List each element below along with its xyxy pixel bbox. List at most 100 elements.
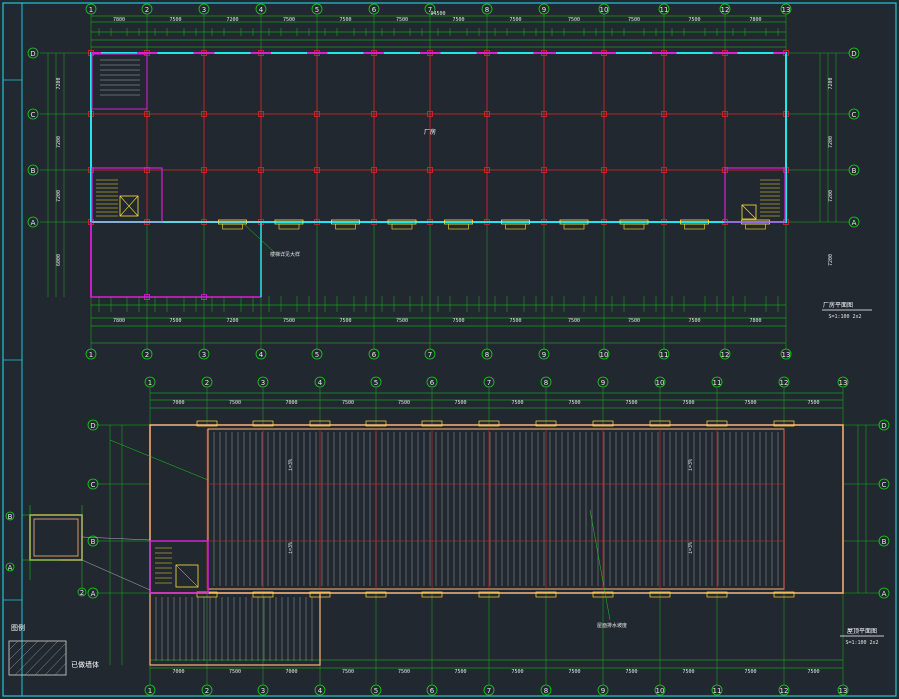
axis-bubble xyxy=(780,3,792,15)
bay-dimension-bottom: 7800 xyxy=(749,318,761,324)
bay-dimension-bottom: 7500 xyxy=(625,669,637,675)
svg-text:2: 2 xyxy=(80,589,84,597)
svg-text:B: B xyxy=(8,513,13,521)
bay-dimension-bottom: 7500 xyxy=(568,318,580,324)
axis-letter: C xyxy=(31,111,36,119)
axis-letter: D xyxy=(90,422,95,430)
axis-number: 12 xyxy=(721,6,730,14)
column xyxy=(427,111,433,117)
window-sill xyxy=(745,223,766,230)
axis-bubble xyxy=(597,684,609,696)
axis-letter: A xyxy=(852,219,857,227)
axis-number: 5 xyxy=(374,379,378,387)
axis-bubble xyxy=(144,376,156,388)
axis-number: 4 xyxy=(259,6,264,14)
gutter xyxy=(649,591,671,598)
bay-dimension-bottom: 7500 xyxy=(688,318,700,324)
axis-bubble xyxy=(780,348,792,360)
axis-number: 6 xyxy=(430,379,435,387)
slope-label: i=3% xyxy=(288,459,294,471)
annex-room xyxy=(90,221,262,298)
axis-number: 2 xyxy=(205,687,209,695)
column xyxy=(541,167,547,173)
axis-number: 11 xyxy=(660,6,669,14)
bay-dimension-top: 7500 xyxy=(807,400,819,406)
axis-bubble xyxy=(711,376,723,388)
gutter xyxy=(706,420,728,427)
gutter xyxy=(535,591,557,598)
axis-bubble xyxy=(711,684,723,696)
axis-letter: B xyxy=(91,538,96,546)
axis-bubble xyxy=(85,3,97,15)
axis-number: 1 xyxy=(89,351,93,359)
gutter xyxy=(592,420,614,427)
axis-number: 6 xyxy=(430,687,435,695)
axis-letter: D xyxy=(881,422,886,430)
bay-dimension-bottom: 7800 xyxy=(113,318,125,324)
vertical-dimension: 7200 xyxy=(56,77,62,89)
column xyxy=(484,111,490,117)
axis-bubble xyxy=(837,684,849,696)
window-sill xyxy=(623,223,645,230)
bay-dimension-bottom: 7500 xyxy=(509,318,521,324)
axis-number: 10 xyxy=(656,687,665,695)
axis-bubble xyxy=(778,376,790,388)
axis-number: 8 xyxy=(544,379,548,387)
gutter xyxy=(365,591,387,598)
axis-bubble xyxy=(878,535,890,547)
axis-bubble xyxy=(257,684,269,696)
axis-number: 5 xyxy=(315,6,319,14)
axis-bubble xyxy=(878,587,890,599)
axis-number: 2 xyxy=(145,351,149,359)
stair-room xyxy=(91,53,148,110)
axis-number: 5 xyxy=(315,351,319,359)
axis-bubble xyxy=(201,684,213,696)
axis-number: 1 xyxy=(89,6,93,14)
axis-number: 3 xyxy=(202,6,206,14)
axis-bubble xyxy=(654,376,666,388)
axis-bubble xyxy=(87,535,99,547)
axis-number: 10 xyxy=(656,379,665,387)
roof-outline xyxy=(149,424,844,594)
bay-dimension-bottom: 7000 xyxy=(172,669,184,675)
gutter xyxy=(421,420,443,427)
stair-room xyxy=(91,167,163,223)
axis-number: 8 xyxy=(544,687,548,695)
plan-title: 屋顶平面图 xyxy=(847,628,877,635)
bay-dimension-bottom: 7500 xyxy=(511,669,523,675)
gutter xyxy=(773,591,795,598)
axis-bubble xyxy=(370,376,382,388)
axis-number: 12 xyxy=(780,687,789,695)
axis-bubble xyxy=(719,348,731,360)
gutter xyxy=(773,420,795,427)
stair-room xyxy=(149,540,209,594)
elevator xyxy=(119,195,139,217)
vertical-dimension: 7200 xyxy=(828,136,834,148)
axis-bubble xyxy=(848,216,860,228)
column xyxy=(144,294,150,300)
bay-dimension-bottom: 7500 xyxy=(744,669,756,675)
gutter xyxy=(252,591,274,598)
axis-number: 8 xyxy=(485,6,489,14)
axis-number: 11 xyxy=(660,351,669,359)
bay-dimension-top: 7500 xyxy=(568,17,580,23)
axis-bubble xyxy=(87,419,99,431)
slope-label: i=3% xyxy=(688,542,694,554)
window-sill xyxy=(563,223,585,230)
bay-dimension-top: 7500 xyxy=(452,17,464,23)
axis-bubble xyxy=(87,587,99,599)
vertical-dimension: 7200 xyxy=(56,190,62,202)
bay-dimension-bottom: 7500 xyxy=(628,318,640,324)
plan-scale: S=1:100 2x2 xyxy=(845,640,878,646)
axis-bubble xyxy=(198,3,210,15)
axis-number: 13 xyxy=(782,6,791,14)
axis-bubble xyxy=(481,348,493,360)
axis-bubble xyxy=(311,348,323,360)
axis-number: 8 xyxy=(485,351,489,359)
gutter xyxy=(252,420,274,427)
bay-dimension-top: 7500 xyxy=(688,17,700,23)
column xyxy=(371,111,377,117)
stair-room xyxy=(724,167,786,223)
axis-bubble xyxy=(540,684,552,696)
column xyxy=(258,167,264,173)
